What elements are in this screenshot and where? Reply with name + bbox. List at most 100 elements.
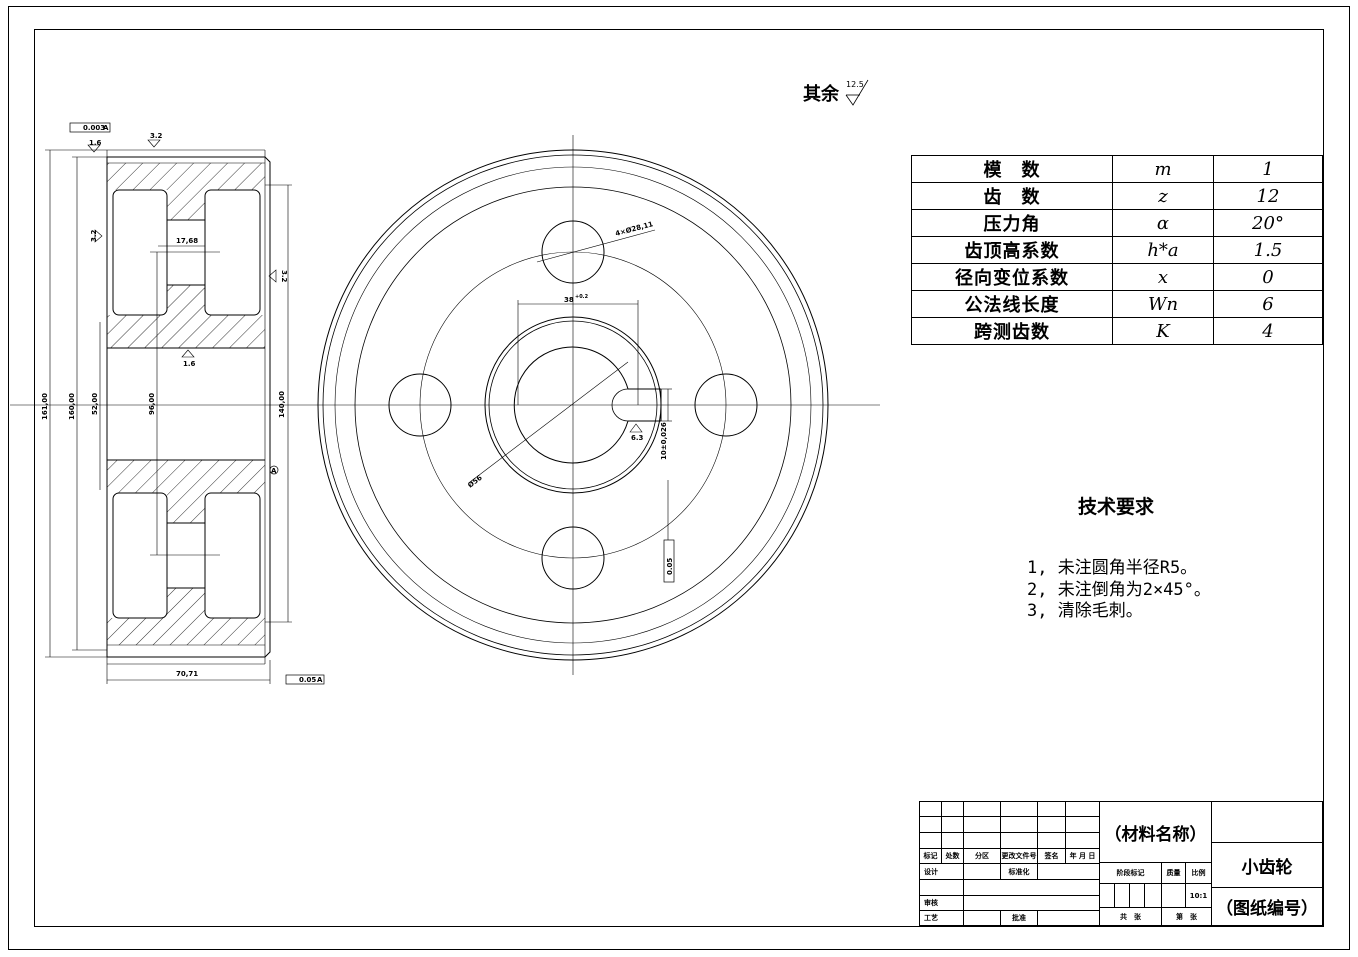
- sym-tol: 0.05: [666, 558, 674, 575]
- param-name: 跨测齿数: [911, 317, 1113, 345]
- param-value: 0: [1213, 263, 1323, 291]
- param-name: 模 数: [911, 155, 1113, 183]
- dim-161: 161,00: [41, 393, 49, 420]
- tb-grid-cell: [1037, 863, 1100, 880]
- tb-grid-cell: [919, 816, 942, 833]
- tb-grid-cell: [1211, 801, 1323, 843]
- tol-bottom-datum: A: [317, 676, 323, 684]
- tol-top-datum: A: [103, 124, 109, 132]
- rest-roughness-label: 其余: [803, 84, 839, 105]
- dim-keyway-tol: +0.2: [575, 294, 589, 300]
- tol-bottom-value: 0.05: [299, 676, 316, 684]
- param-name: 公法线长度: [911, 290, 1113, 318]
- dim-holes: 4×Ø28,11: [614, 220, 654, 238]
- param-value: 1.5: [1213, 236, 1323, 264]
- datum-a-mark: A: [271, 467, 277, 475]
- dim-bore: Ø56: [466, 474, 483, 490]
- rough-1-6-bore: 1.6: [183, 360, 196, 368]
- tb-grid-cell: [1000, 832, 1038, 849]
- param-value: 6: [1213, 290, 1323, 318]
- dim-160: 160,00: [68, 393, 76, 420]
- tb-grid-cell: [963, 910, 1001, 926]
- tb-grid-cell: [1000, 801, 1038, 817]
- tb-label-sheet: 第 张: [1161, 907, 1212, 926]
- tb-label-std: 标准化: [1000, 863, 1038, 880]
- dim-140: 140,00: [278, 391, 286, 418]
- tb-grid-cell: [941, 832, 964, 849]
- tech-requirements-title: 技术要求: [1078, 496, 1155, 518]
- rough-6-3: 6.3: [631, 434, 644, 442]
- param-name: 齿顶高系数: [911, 236, 1113, 264]
- tb-grid-cell: [963, 863, 1001, 880]
- title-block: 标记 处数 分区 更改文件号 签名 年 月 日 设计 标准化 审核 工艺 批准 …: [919, 801, 1323, 926]
- front-view: [317, 135, 829, 675]
- dim-70: 70,71: [176, 670, 198, 678]
- tb-grid-cell: [1161, 883, 1186, 908]
- tb-label-design: 设计: [919, 863, 964, 880]
- param-symbol: α: [1112, 209, 1214, 237]
- tech-requirement-item: 3, 清除毛刺。: [1027, 601, 1143, 621]
- param-name: 齿 数: [911, 182, 1113, 210]
- rough-1-6-top: 1.6: [89, 139, 102, 147]
- param-value: 4: [1213, 317, 1323, 345]
- dim-96: 96,00: [148, 393, 156, 415]
- param-symbol: K: [1112, 317, 1214, 345]
- dim-17: 17,68: [176, 237, 198, 245]
- tb-grid-cell: [1037, 801, 1066, 817]
- tech-requirement-item: 2, 未注倒角为2×45°。: [1027, 580, 1211, 600]
- tb-grid-cell: [1065, 801, 1100, 817]
- dim-key-10: 10±0,026: [660, 422, 668, 460]
- rough-3-2-right: 3.2: [280, 270, 288, 283]
- param-symbol: Wn: [1112, 290, 1214, 318]
- tb-grid-cell: [1129, 883, 1145, 908]
- param-symbol: m: [1112, 155, 1214, 183]
- tb-grid-cell: [963, 832, 1001, 849]
- tb-grid-cell: [919, 879, 964, 896]
- param-symbol: x: [1112, 263, 1214, 291]
- tb-label-stage: 阶段标记: [1099, 862, 1162, 884]
- tb-grid-cell: [1000, 816, 1038, 833]
- tb-label-sign: 签名: [1037, 848, 1066, 864]
- param-symbol: h*a: [1112, 236, 1214, 264]
- tb-label-check: 审核: [919, 895, 964, 911]
- tb-label-total: 共 张: [1099, 907, 1162, 926]
- tb-label-mass: 质量: [1161, 862, 1186, 884]
- tech-requirement-item: 1, 未注圆角半径R5。: [1027, 558, 1198, 578]
- param-name: 径向变位系数: [911, 263, 1113, 291]
- section-view: [10, 122, 880, 685]
- tb-label-doc: 更改文件号: [1000, 848, 1038, 864]
- param-symbol: z: [1112, 182, 1214, 210]
- tb-label-count: 处数: [941, 848, 964, 864]
- tb-grid-cell: [963, 801, 1001, 817]
- tb-material: （材料名称）: [1099, 801, 1212, 863]
- rough-3-2-left: 3.2: [90, 229, 98, 242]
- outer-frame: [8, 6, 1350, 950]
- tb-label-zone: 分区: [963, 848, 1001, 864]
- tb-grid-cell: [963, 816, 1001, 833]
- tb-grid-cell: [1065, 832, 1100, 849]
- tb-grid-cell: [963, 879, 1100, 896]
- param-name: 压力角: [911, 209, 1113, 237]
- tb-grid-cell: [919, 801, 942, 817]
- tb-grid-cell: [1099, 883, 1115, 908]
- tb-label-date: 年 月 日: [1065, 848, 1100, 864]
- param-value: 1: [1213, 155, 1323, 183]
- section-dim-texts: 161,00 160,00 52,00 96,00 140,00 17,68 7…: [41, 124, 323, 684]
- tb-drawing-number: （图纸编号）: [1211, 887, 1323, 926]
- rest-roughness-value: 12.5: [846, 80, 864, 89]
- tb-grid-cell: [1037, 832, 1066, 849]
- tb-grid-cell: [1037, 816, 1066, 833]
- tb-label-ratio: 比例: [1185, 862, 1212, 884]
- param-value: 12: [1213, 182, 1323, 210]
- tb-label-approve: 批准: [1000, 910, 1038, 926]
- dim-52: 52,00: [91, 393, 99, 415]
- tb-grid-cell: [1037, 910, 1100, 926]
